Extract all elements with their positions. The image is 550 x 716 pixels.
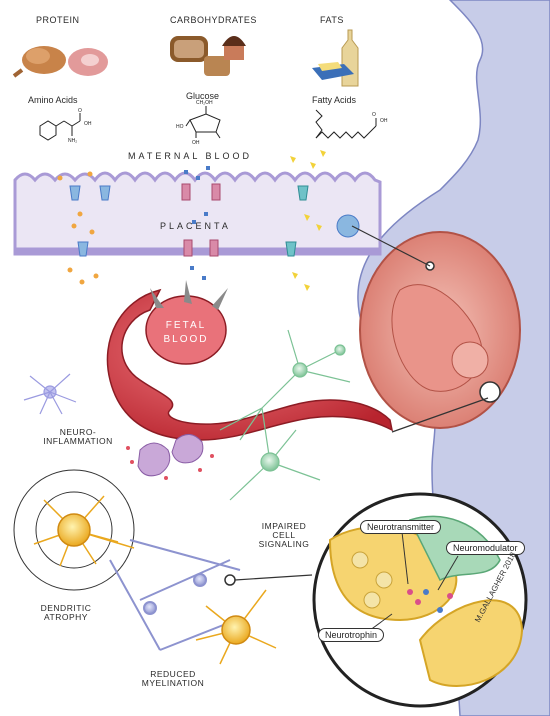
dendritic-line1: DENDRITIC — [40, 603, 92, 613]
placenta-label: PLACENTA — [160, 221, 231, 231]
fats-title: FATS — [320, 15, 344, 25]
placenta-band — [13, 171, 382, 256]
transporters — [69, 183, 309, 257]
fetal-blood-label-line1: FETAL — [166, 320, 206, 331]
glucose-label: Glucose — [186, 91, 220, 101]
yellow-neuron-right — [195, 589, 277, 665]
reduced-myelination-label: REDUCED MYELINATION — [128, 670, 218, 688]
neuroinflammation-line1: NEURO- — [59, 427, 97, 437]
neuroinflammation-label: NEURO- INFLAMMATION — [34, 428, 122, 446]
neurotransmitter-callout: Neurotransmitter — [360, 520, 442, 534]
fatty-acids-label: Fatty Acids — [312, 95, 357, 105]
inflammatory-cells — [126, 434, 214, 480]
fats-food-image — [312, 29, 359, 87]
dendritic-atrophy-label: DENDRITIC ATROPHY — [26, 604, 106, 622]
glucose-oh-label: OH — [192, 140, 200, 146]
zoom-line-brain — [391, 397, 489, 433]
amino-o-label: O — [78, 108, 82, 114]
yellow-neuron-left — [33, 495, 135, 567]
neurotrophin-callout: Neurotrophin — [318, 628, 385, 642]
zoom-line-synapse — [234, 574, 313, 581]
fatty-o-label: O — [372, 112, 376, 118]
glucose-structure: CH₂OH HO OH — [176, 100, 221, 146]
dendritic-range-inner — [35, 491, 113, 569]
neuromodulator-leader — [437, 555, 459, 591]
impaired-cell-signaling-label: IMPAIRED CELL SIGNALING — [244, 522, 324, 549]
glucose-ch2oh-label: CH₂OH — [196, 100, 213, 106]
green-neuron-network — [219, 329, 351, 501]
impaired-line1: IMPAIRED — [261, 521, 307, 531]
impaired-line3: SIGNALING — [258, 538, 310, 549]
amino-acid-structure: OH O NH₂ — [39, 108, 92, 144]
fetus-illustration — [359, 231, 521, 429]
dendritic-range-outer — [13, 469, 135, 591]
fatty-oh-label: OH — [380, 118, 388, 124]
impaired-line2: CELL — [272, 529, 296, 540]
protein-food-image — [12, 46, 108, 78]
maternal-blood-label: MATERNAL BLOOD — [128, 151, 253, 161]
influx-arrows — [150, 280, 228, 310]
neurotransmitter-leader — [401, 531, 409, 585]
carbohydrates-title: CARBOHYDRATES — [170, 15, 257, 25]
zoom-line-placenta — [351, 225, 431, 267]
fetal-blood-vessel — [106, 288, 394, 441]
fetal-blood-label-line2: BLOOD — [163, 334, 208, 345]
synapse-zoom-point — [224, 574, 236, 586]
fatty-acid-structure: OH O — [315, 109, 388, 139]
amino-acids-label: Amino Acids — [28, 95, 78, 105]
protein-title: PROTEIN — [36, 15, 80, 25]
nutrient-particles — [57, 150, 360, 291]
dendritic-line2: ATROPHY — [44, 611, 88, 622]
microglia-cell — [23, 373, 77, 415]
carbohydrates-food-image — [170, 36, 246, 76]
neuroinflammation-line2: INFLAMMATION — [43, 435, 113, 446]
amino-nh2-label: NH₂ — [68, 138, 77, 144]
amino-oh-label: OH — [84, 121, 92, 127]
myelinated-axons — [109, 539, 241, 651]
myelination-line2: MYELINATION — [141, 677, 205, 688]
glucose-ho-label: HO — [176, 124, 184, 130]
neuromodulator-callout: Neuromodulator — [446, 541, 525, 555]
myelination-line1: REDUCED — [150, 669, 196, 679]
